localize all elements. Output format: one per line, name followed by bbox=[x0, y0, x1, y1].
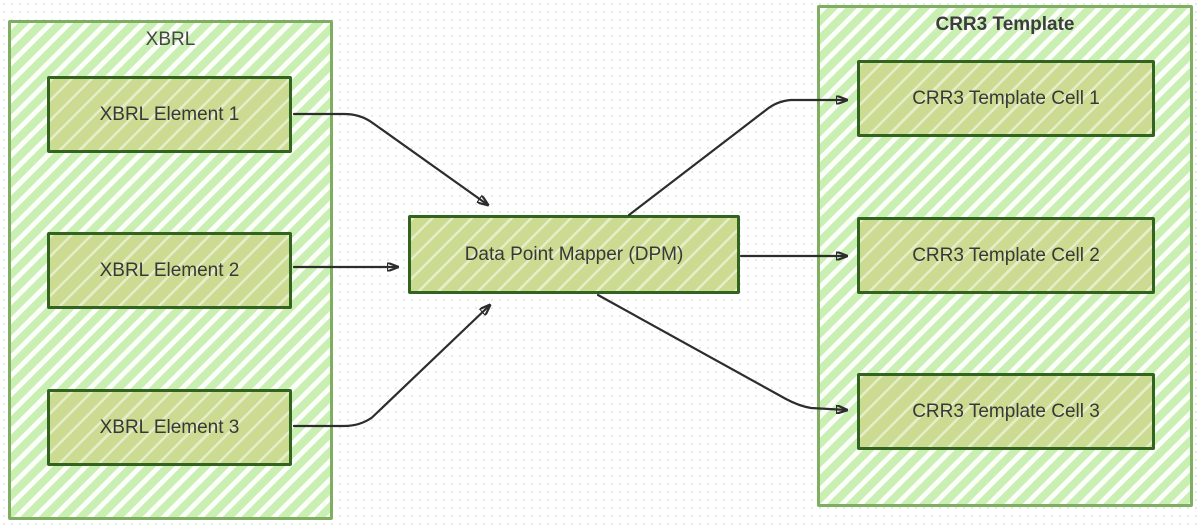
node-crr3-template-cell-2: CRR3 Template Cell 2 bbox=[857, 217, 1155, 294]
node-crr3-template-cell-3: CRR3 Template Cell 3 bbox=[857, 373, 1155, 450]
node-xbrl-element-2: XBRL Element 2 bbox=[47, 232, 292, 309]
arrow-dpm-to-crr3-cell-1 bbox=[627, 100, 849, 217]
arrow-dpm-to-crr3-cell-3 bbox=[596, 293, 847, 410]
node-xbrl-element-3: XBRL Element 3 bbox=[47, 389, 292, 466]
node-data-point-mapper: Data Point Mapper (DPM) bbox=[408, 215, 740, 294]
node-crr3-template-cell-1: CRR3 Template Cell 1 bbox=[857, 60, 1155, 137]
node-xbrl-element-1: XBRL Element 1 bbox=[47, 76, 292, 153]
xbrl-group-title: XBRL bbox=[145, 29, 196, 50]
crr3-template-group-title: CRR3 Template bbox=[935, 14, 1075, 35]
